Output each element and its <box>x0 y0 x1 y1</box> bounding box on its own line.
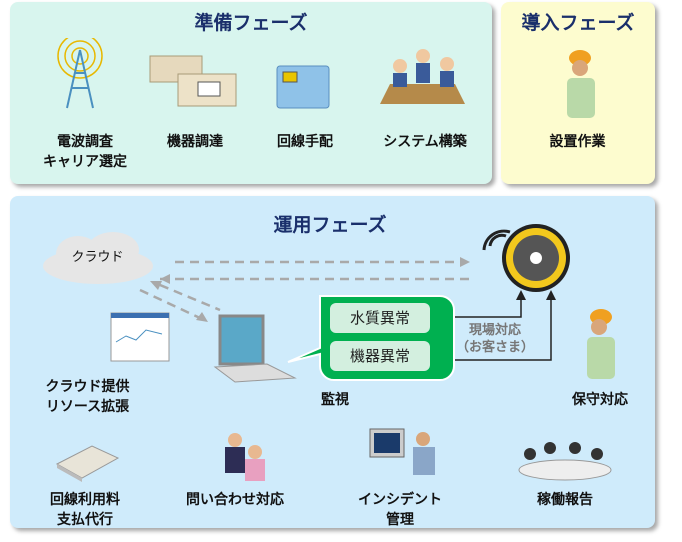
installation-label: 設置作業 <box>549 134 606 150</box>
dashboard-screen-icon <box>110 312 170 362</box>
maintenance-worker-icon <box>587 309 615 379</box>
incident-text: インシデント <box>358 492 442 508</box>
prep-phase-title: 準備フェーズ <box>194 12 308 34</box>
maintenance-label: 保守対応 <box>572 392 628 408</box>
radio-survey-text: 電波調査 <box>57 134 113 150</box>
inquiry-support-icon <box>225 433 265 481</box>
equipment-procurement-label: 機器調達 <box>167 134 223 150</box>
cloud-label: クラウド <box>71 250 124 265</box>
customer-text: （お客さま） <box>455 340 534 355</box>
radio-survey-label: 電波調査キャリア選定 <box>25 132 145 172</box>
cloud-provision-text: クラウド提供 <box>45 379 130 395</box>
paper-stack-icon <box>55 445 120 482</box>
payment-agency-text: 支払代行 <box>57 512 113 528</box>
intro-phase-title: 導入フェーズ <box>521 12 635 34</box>
manhole-sensor-icon <box>482 224 570 292</box>
equipment-alert: 機器異常 <box>330 341 430 371</box>
cloud-service-label: クラウド提供リソース拡張 <box>25 377 150 417</box>
resource-expansion-text: リソース拡張 <box>45 399 130 415</box>
onsite-response-label: 現場対応 （お客さま） <box>440 322 550 356</box>
onsite-response-text: 現場対応 <box>468 323 521 338</box>
cloud-icon <box>43 232 153 284</box>
ops-phase-title: 運用フェーズ <box>273 214 387 236</box>
carrier-selection-text: キャリア選定 <box>43 154 127 170</box>
system-build-label: システム構築 <box>383 134 467 150</box>
radio-tower-icon <box>57 38 103 109</box>
operations-report-label: 稼働報告 <box>537 492 593 508</box>
laptop-icon <box>213 314 297 383</box>
incident-operator-icon <box>369 428 435 475</box>
line-fee-label: 回線利用料支払代行 <box>25 490 145 530</box>
equipment-boxes-icon <box>149 55 237 107</box>
management-text: 管理 <box>386 512 414 528</box>
line-fee-text: 回線利用料 <box>50 492 120 508</box>
water-quality-alert: 水質異常 <box>330 303 430 333</box>
operations-meeting-icon <box>518 442 612 481</box>
installer-worker-icon <box>567 50 595 118</box>
monitoring-label: 監視 <box>321 392 349 408</box>
system-build-team-icon <box>380 49 465 104</box>
inquiry-label: 問い合わせ対応 <box>186 492 284 508</box>
line-arrangement-label: 回線手配 <box>277 134 333 150</box>
incident-label: インシデント管理 <box>340 490 460 530</box>
sim-card-icon <box>276 65 330 109</box>
